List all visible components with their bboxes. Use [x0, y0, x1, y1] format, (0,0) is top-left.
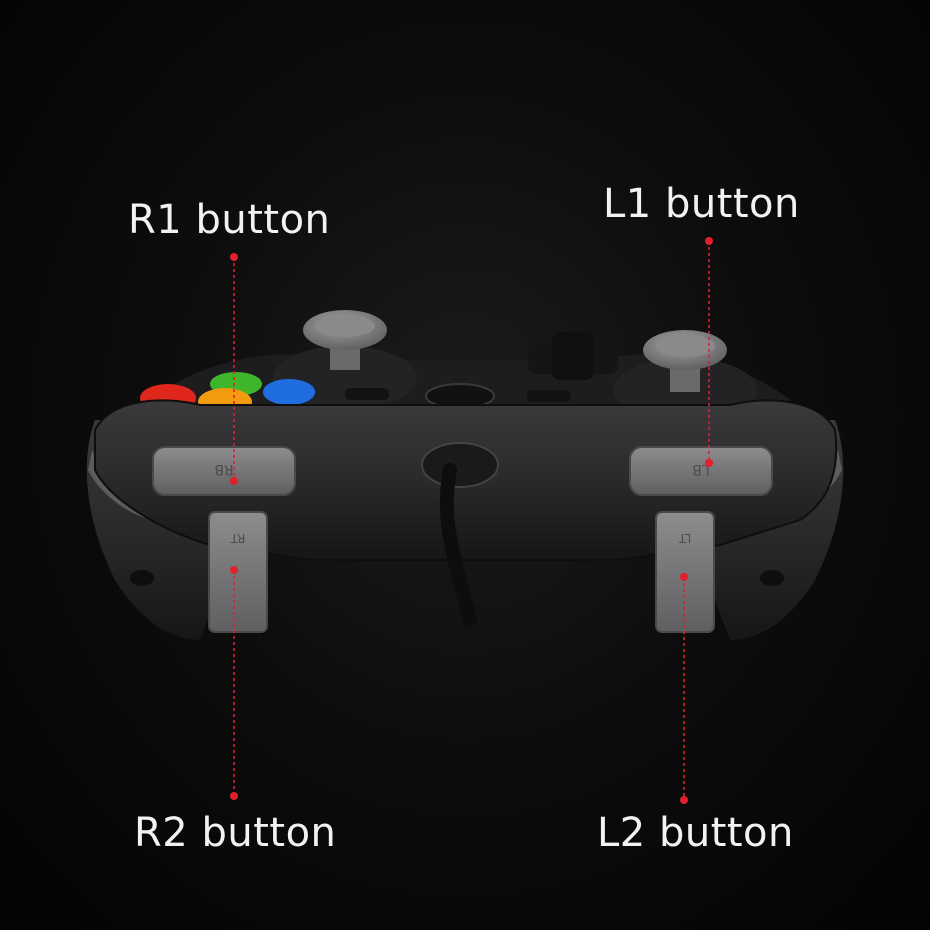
right-bumper-rb[interactable]: RB: [152, 446, 296, 496]
left-trigger-lt[interactable]: LT: [655, 511, 715, 633]
callout-line-r2: [230, 566, 238, 800]
back-button[interactable]: [345, 388, 389, 400]
callout-label-r1: R1 button: [128, 197, 331, 243]
left-grip-hole: [130, 570, 154, 586]
callout-line-r1: [230, 253, 238, 485]
rb-mark: RB: [214, 461, 233, 477]
dpad-icon: [528, 332, 618, 380]
lb-mark: LB: [692, 461, 709, 477]
callout-line-l1: [705, 237, 713, 467]
left-bumper-lb[interactable]: LB: [629, 446, 773, 496]
callout-label-r2: R2 button: [134, 810, 337, 856]
callout-line-l2: [680, 573, 688, 804]
left-thumbstick[interactable]: [303, 310, 387, 370]
right-grip-hole: [760, 570, 784, 586]
right-thumbstick[interactable]: [643, 330, 727, 392]
start-button[interactable]: [527, 390, 571, 402]
callout-label-l2: L2 button: [597, 810, 794, 856]
rt-mark: RT: [230, 531, 245, 545]
lt-mark: LT: [678, 531, 691, 545]
usb-cable: [421, 442, 499, 627]
face-button-blue[interactable]: [263, 379, 315, 405]
callout-label-l1: L1 button: [603, 181, 800, 227]
right-trigger-rt[interactable]: RT: [208, 511, 268, 633]
